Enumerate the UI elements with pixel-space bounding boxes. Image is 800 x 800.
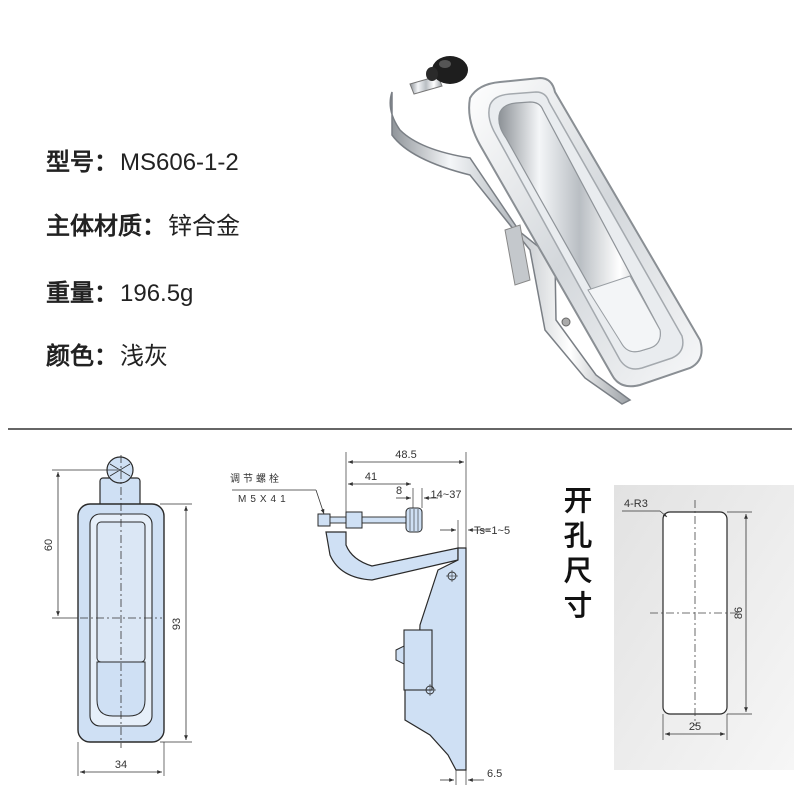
spec-weight-value: 196.5g: [120, 280, 194, 307]
spec-color-label: 颜色：: [46, 342, 118, 370]
cutout-title-char-1: 开: [564, 484, 592, 517]
front-grip: [96, 661, 146, 717]
spec-model-label: 型号：: [46, 148, 118, 176]
spec-color: 颜色：浅灰: [46, 341, 168, 372]
cutout-title-char-3: 尺: [564, 554, 592, 587]
spec-model: 型号：MS606-1-2: [46, 147, 239, 178]
product-photo: [389, 56, 703, 405]
dim-width: 34: [115, 759, 127, 771]
spec-material-value: 锌合金: [168, 213, 240, 240]
spec-weight-label: 重量：: [46, 279, 118, 307]
knob-icon: [426, 56, 468, 84]
cutout-width: 25: [689, 721, 701, 733]
spec-material-label: 主体材质：: [46, 212, 166, 240]
cutout-title-char-2: 孔: [564, 519, 592, 552]
front-view: 60 93 34: [43, 455, 192, 776]
side-bolt-shaft: [329, 516, 407, 524]
cutout-radius: 4-R3: [624, 498, 648, 510]
spec-material: 主体材质：锌合金: [46, 211, 240, 242]
cutout-title: 开 孔 尺 寸: [564, 484, 592, 622]
dim-side-8: 8: [396, 485, 402, 497]
latch-ledge: [504, 224, 531, 286]
dim-side-total: 48.5: [395, 449, 416, 461]
side-cam: [403, 629, 433, 691]
cutout-height: 86: [733, 607, 745, 619]
bolt-size: M5X41: [238, 494, 290, 505]
dim-height-total: 93: [171, 618, 183, 630]
spec-weight: 重量：196.5g: [46, 278, 193, 309]
cutout-panel: 4-R3 86 25: [614, 485, 794, 770]
dim-side-flange: 6.5: [487, 768, 502, 780]
side-nut: [345, 511, 363, 529]
latch-handle-grip: [587, 275, 661, 353]
screw-icon: [561, 317, 571, 327]
dim-side-range: 14~37: [431, 489, 462, 501]
side-view: 48.5 41 8 14~37 Ts=1~5 6.5 调节螺栓 M5X41: [230, 449, 510, 785]
dim-side-41: 41: [365, 471, 377, 483]
dim-height-upper: 60: [43, 539, 55, 551]
dim-side-thickness: Ts=1~5: [474, 525, 510, 537]
spec-color-value: 浅灰: [120, 343, 168, 370]
spec-model-value: MS606-1-2: [120, 149, 239, 176]
side-bolt-head: [317, 513, 331, 527]
cutout-title-char-4: 寸: [564, 589, 592, 622]
bolt-label: 调节螺栓: [230, 472, 282, 485]
